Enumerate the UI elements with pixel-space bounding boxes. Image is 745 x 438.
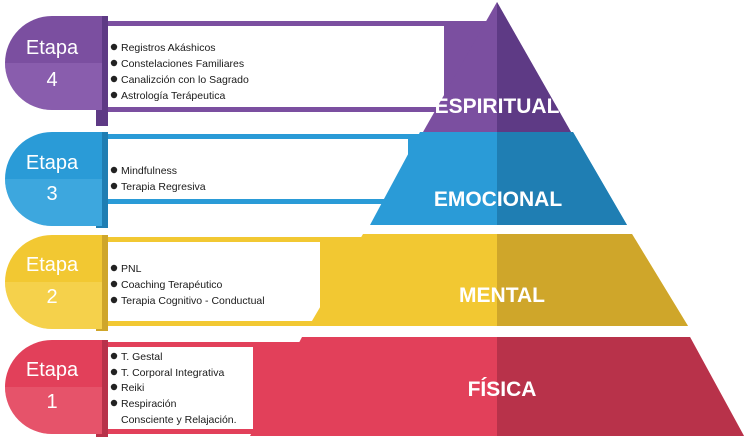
list-item: Coaching Terapéutico	[121, 279, 223, 291]
list-item: T. Corporal Integrativa	[121, 367, 224, 379]
stage-4-tab-word: Etapa	[26, 37, 79, 59]
stage-2-tab-word: Etapa	[26, 254, 79, 276]
list-item: Astrología Terápeutica	[121, 90, 225, 102]
list-item: Canalizción con lo Sagrado	[121, 74, 249, 86]
level-label-espiritual: ESPIRITUAL	[435, 95, 560, 118]
level-label-emocional: EMOCIONAL	[434, 188, 563, 211]
stage-2-tab-highlight	[5, 282, 102, 329]
list-bullet	[110, 368, 118, 376]
list-item: Constelaciones Familiares	[121, 58, 244, 70]
stage-3-tab-number: 3	[46, 183, 57, 205]
pyramid-level-fisica-shade	[497, 337, 744, 436]
stage-1-tab-highlight	[5, 387, 102, 434]
stage-4: Etapa 4 Registros Akáshicos Constelacion…	[5, 2, 571, 132]
list-item: Respiración	[121, 398, 177, 410]
list-bullet	[110, 383, 118, 391]
list-bullet	[110, 352, 118, 360]
list-bullet	[110, 59, 118, 67]
list-bullet	[110, 43, 118, 51]
stage-2-list-box	[108, 242, 320, 321]
list-bullet	[110, 399, 118, 407]
stage-3-list: Mindfulness Terapia Regresiva	[110, 165, 206, 193]
stage-2: Etapa 2 PNL Coaching Terapéutico Terapia…	[5, 234, 688, 331]
stage-1-tab-word: Etapa	[26, 359, 79, 381]
pyramid-level-emocional-shade	[497, 132, 627, 225]
stage-3-tab-highlight	[5, 179, 102, 226]
stage-4-list-box	[108, 26, 444, 107]
list-item: Reiki	[121, 382, 144, 394]
list-item: Registros Akáshicos	[121, 42, 216, 54]
stage-4-tab-highlight	[5, 63, 102, 110]
list-item: PNL	[121, 263, 142, 275]
stage-3-tab-word: Etapa	[26, 152, 79, 174]
list-bullet	[110, 182, 118, 190]
stage-4-list: Registros Akáshicos Constelaciones Famil…	[110, 42, 249, 102]
pyramid-level-mental-shade	[497, 234, 688, 326]
level-label-fisica: FÍSICA	[468, 378, 537, 401]
list-bullet	[110, 296, 118, 304]
stage-4-tab-number: 4	[46, 69, 57, 91]
stage-2-list: PNL Coaching Terapéutico Terapia Cogniti…	[110, 263, 265, 307]
pyramid-level-espiritual-shade	[497, 2, 571, 132]
stage-1: Etapa 1 T. Gestal T. Corporal Integrativ…	[5, 337, 744, 437]
stage-1-list-box	[108, 347, 253, 429]
list-bullet	[110, 280, 118, 288]
list-item: Mindfulness	[121, 165, 177, 177]
list-item-continuation: Consciente y Relajación.	[121, 414, 237, 426]
stage-3: Etapa 3 Mindfulness Terapia Regresiva EM…	[5, 132, 627, 228]
list-bullet	[110, 166, 118, 174]
list-item: Terapia Regresiva	[121, 181, 206, 193]
stage-1-list: T. Gestal T. Corporal Integrativa Reiki …	[110, 351, 237, 426]
list-bullet	[110, 91, 118, 99]
list-bullet	[110, 75, 118, 83]
level-label-mental: MENTAL	[459, 284, 545, 307]
list-item: Terapia Cognitivo - Conductual	[121, 295, 265, 307]
stage-3-list-box	[108, 139, 408, 199]
stage-1-tab-number: 1	[46, 391, 57, 413]
stage-2-tab-number: 2	[46, 286, 57, 308]
list-item: T. Gestal	[121, 351, 162, 363]
list-bullet	[110, 264, 118, 272]
